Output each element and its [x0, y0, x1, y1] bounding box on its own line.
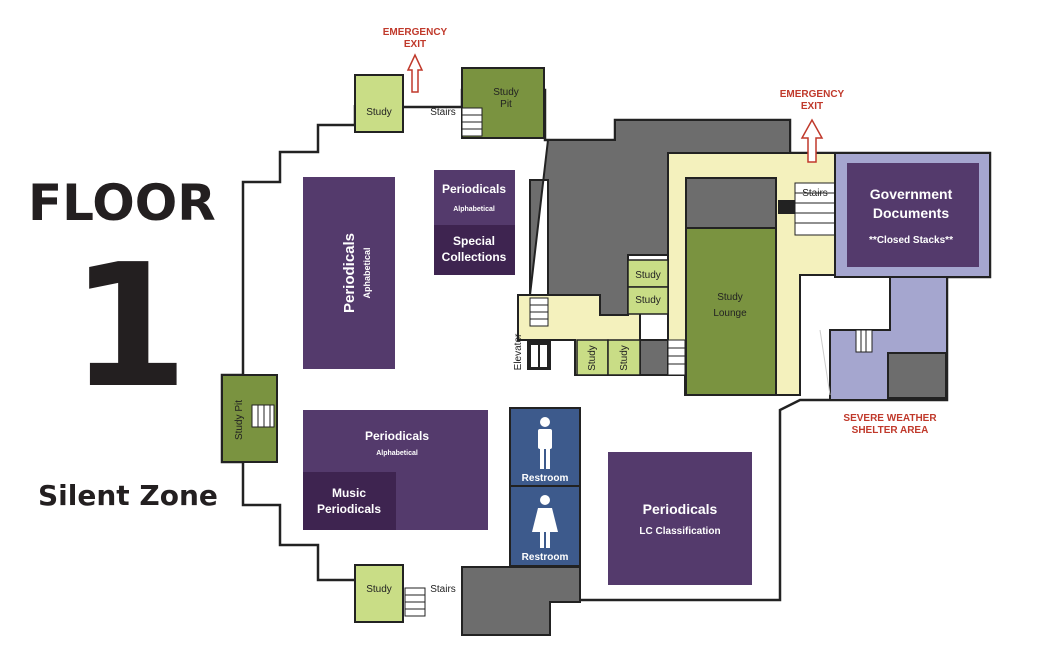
- periodicals-left-title: Periodicals: [341, 233, 358, 313]
- floor-number: 1: [70, 228, 188, 426]
- study-pit-top-line1: Study: [493, 87, 519, 98]
- study-bottom: [354, 564, 404, 623]
- study-lounge-line2: Lounge: [713, 308, 747, 319]
- study-room-1-label: Study: [635, 270, 661, 281]
- periodicals-lc-room: [608, 452, 752, 585]
- special-collections-line2: Collections: [442, 250, 507, 264]
- study-pit-top-line2: Pit: [500, 99, 512, 110]
- music-periodicals-room: [303, 472, 396, 530]
- exit-arrow-top-icon: [406, 53, 424, 93]
- periodicals-left-sub: Aphabetical: [362, 247, 372, 298]
- periodicals-left-room: [303, 177, 395, 369]
- gov-docs-line1: Government: [870, 186, 953, 202]
- study-room-2-label: Study: [635, 295, 661, 306]
- music-periodicals-line1: Music: [332, 486, 366, 500]
- periodicals-center-sub: Alphabetical: [453, 206, 495, 213]
- study-top: [354, 74, 404, 133]
- gray-block-bottom: [461, 566, 581, 636]
- gray-block-small: [639, 339, 669, 376]
- stairs-icon-center: [667, 339, 686, 376]
- periodicals-bottom-title: Periodicals: [365, 429, 429, 443]
- restroom-men-label: Restroom: [522, 473, 569, 484]
- study-lounge-line1: Study: [717, 292, 743, 303]
- stairs-right-label: Stairs: [802, 188, 828, 199]
- shelter-line1: SEVERE WEATHER: [843, 413, 937, 424]
- study-room-3-label: Study: [587, 345, 598, 371]
- periodicals-lc-sub: LC Classification: [639, 526, 720, 537]
- stairs-top-label: Stairs: [430, 107, 456, 118]
- stairs-icon-bottom: [404, 587, 426, 617]
- stairs-icon-top: [461, 107, 483, 137]
- exit-arrow-right-icon: [800, 118, 824, 163]
- study-top-label: Study: [366, 107, 392, 118]
- shelter-line2: SHELTER AREA: [852, 425, 929, 436]
- silent-zone-label: Silent Zone: [38, 479, 218, 512]
- stairs-icon-left: [251, 404, 275, 428]
- study-pit-left-label: Study Pit: [234, 400, 245, 440]
- study-room-3: [576, 339, 609, 376]
- man-icon: [538, 417, 552, 469]
- stairs-block-right: [778, 200, 795, 214]
- exit-top-line1: EMERGENCY: [383, 27, 448, 38]
- gov-docs-line2: Documents: [873, 205, 949, 221]
- restroom-women-label: Restroom: [522, 552, 569, 563]
- stairs-bottom-label: Stairs: [430, 584, 456, 595]
- stairs-icon-elevator: [529, 297, 549, 327]
- exit-right-line1: EMERGENCY: [780, 89, 845, 100]
- gov-docs-room: [847, 163, 979, 267]
- periodicals-center-room: [434, 170, 515, 225]
- music-periodicals-line2: Periodicals: [317, 502, 381, 516]
- elevator-icon: [527, 340, 551, 370]
- study-room-4: [607, 339, 641, 376]
- gray-block-inner: [685, 177, 777, 234]
- study-lounge: [685, 227, 777, 396]
- special-collections-line1: Special: [453, 234, 495, 248]
- exit-top-line2: EXIT: [404, 39, 426, 50]
- woman-icon: [532, 495, 558, 548]
- periodicals-center-title: Periodicals: [442, 182, 506, 196]
- gray-block-shelter: [887, 352, 947, 399]
- elevator-label: Elevator: [513, 333, 524, 370]
- stairs-icon-shelter: [855, 329, 873, 353]
- periodicals-lc-title: Periodicals: [643, 501, 718, 517]
- exit-right-line2: EXIT: [801, 101, 823, 112]
- study-bottom-label: Study: [366, 584, 392, 595]
- floor-word: FLOOR: [28, 174, 216, 232]
- periodicals-bottom-sub: Alphabetical: [376, 450, 418, 457]
- gov-docs-sub: **Closed Stacks**: [869, 235, 953, 246]
- study-room-4-label: Study: [619, 345, 630, 371]
- special-collections-room: [434, 225, 515, 275]
- study-room-1: [627, 259, 669, 288]
- study-room-2: [627, 286, 669, 315]
